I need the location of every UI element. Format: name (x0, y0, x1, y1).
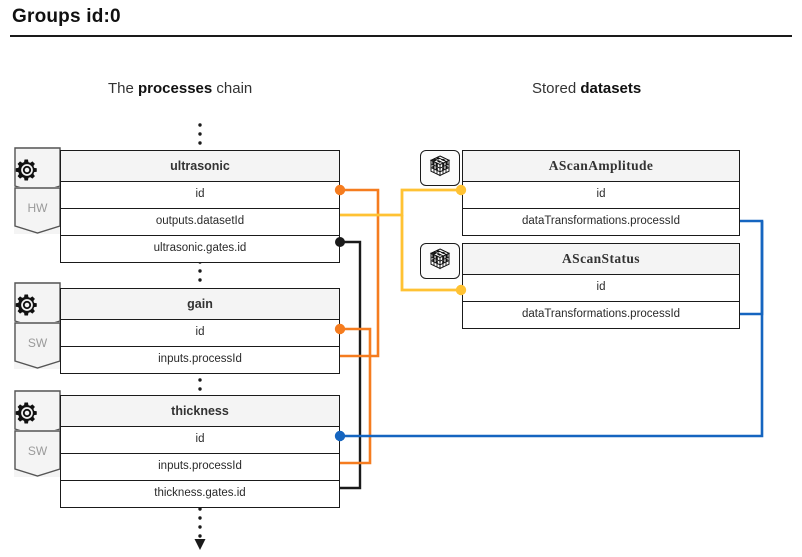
process-table-title: gain (60, 288, 340, 320)
dataset-table-title: AScanStatus (462, 243, 740, 275)
datasets-heading-emphasis: datasets (580, 80, 642, 97)
process-badge-ultrasonic: HW (14, 147, 61, 234)
processes-heading-prefix: The (108, 80, 139, 97)
dataset-table-ascanstatus: AScanStatus id dataTransformations.proce… (462, 243, 740, 329)
process-table-thickness: thickness id inputs.processId thickness.… (60, 395, 340, 508)
badge-kind-label: SW (27, 336, 48, 350)
title-divider (10, 35, 792, 37)
process-field-row[interactable]: thickness.gates.id (60, 481, 340, 508)
connector-gain-id-orange (334, 323, 372, 465)
datasets-heading-prefix: Stored (532, 80, 581, 97)
process-field-row[interactable]: id (60, 427, 340, 454)
process-table-ultrasonic: ultrasonic id outputs.datasetId ultrason… (60, 150, 340, 263)
dataset-table-ascanamplitude: AScanAmplitude id dataTransformations.pr… (462, 150, 740, 236)
process-table-title: thickness (60, 395, 340, 427)
process-field-row[interactable]: id (60, 182, 340, 209)
dataset-field-row[interactable]: id (462, 182, 740, 209)
processes-heading-suffix: chain (212, 80, 253, 97)
badge-kind-banner: SW (14, 322, 61, 369)
process-badge-gain: SW (14, 282, 61, 369)
process-table-title: ultrasonic (60, 150, 340, 182)
badge-kind-label: HW (27, 201, 48, 215)
process-badge-thickness: SW (14, 390, 61, 477)
process-field-row[interactable]: inputs.processId (60, 454, 340, 481)
cube-icon (428, 247, 452, 276)
badge-kind-label: SW (27, 444, 48, 458)
process-field-row[interactable]: outputs.datasetId (60, 209, 340, 236)
process-field-row[interactable]: inputs.processId (60, 347, 340, 374)
page-title: Groups id:0 (12, 6, 121, 27)
dataset-table-title: AScanAmplitude (462, 150, 740, 182)
dataset-icon-box-ascanamplitude (420, 150, 460, 186)
badge-kind-banner: SW (14, 430, 61, 477)
badge-kind-banner: HW (14, 187, 61, 234)
dataset-field-row[interactable]: dataTransformations.processId (462, 209, 740, 236)
dataset-field-row[interactable]: dataTransformations.processId (462, 302, 740, 329)
processes-heading-emphasis: processes (138, 80, 213, 97)
dataset-icon-box-ascanstatus (420, 243, 460, 279)
process-table-gain: gain id inputs.processId (60, 288, 340, 374)
datasets-column-heading: Stored datasets (532, 80, 641, 97)
processes-column-heading: The processes chain (108, 80, 252, 97)
connector-ultrasonic-id-orange (334, 184, 380, 358)
flow-dots-mid-1 (196, 259, 204, 290)
process-field-row[interactable]: ultrasonic.gates.id (60, 236, 340, 263)
process-field-row[interactable]: id (60, 320, 340, 347)
flow-arrow-bottom (193, 506, 207, 557)
flow-dots-top (196, 122, 204, 153)
cube-icon (428, 154, 452, 183)
dataset-field-row[interactable]: id (462, 275, 740, 302)
